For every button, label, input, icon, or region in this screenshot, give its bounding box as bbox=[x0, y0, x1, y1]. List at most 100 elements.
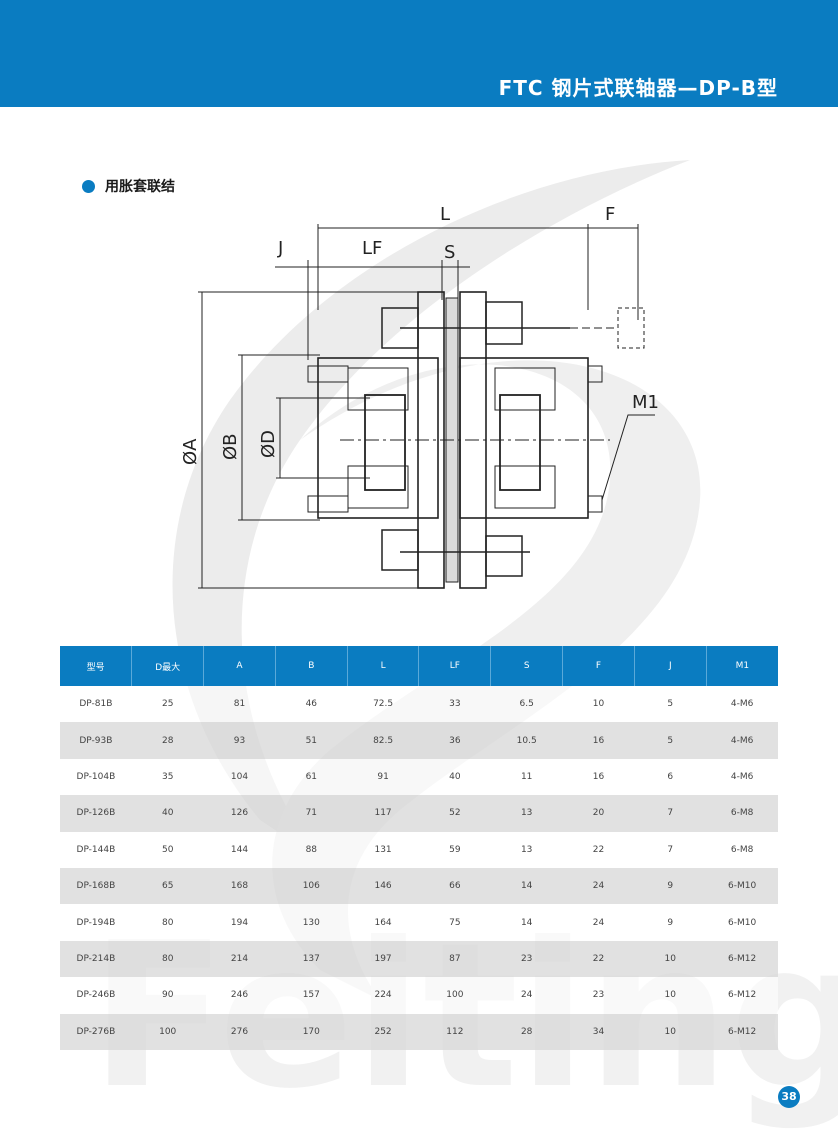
table-cell: 5 bbox=[634, 722, 707, 759]
table-cell: 51 bbox=[275, 722, 348, 759]
table-cell: 40 bbox=[418, 758, 491, 796]
table-cell: 6 bbox=[634, 758, 707, 796]
col-header: A bbox=[203, 646, 276, 686]
table-cell: 6-M12 bbox=[706, 940, 778, 978]
table-cell: 22 bbox=[562, 831, 635, 868]
col-header: LF bbox=[418, 646, 491, 686]
table-cell: 104 bbox=[203, 758, 276, 796]
table-cell: DP-214B bbox=[60, 940, 132, 978]
table-cell: 88 bbox=[275, 831, 348, 868]
table-cell: 59 bbox=[418, 831, 491, 868]
page-title: FTC 钢片式联轴器—DP-B型 bbox=[498, 76, 778, 100]
table-cell: 66 bbox=[418, 867, 491, 905]
dim-label-lf: LF bbox=[362, 238, 382, 259]
table-cell: 144 bbox=[203, 831, 276, 868]
table-cell: 65 bbox=[131, 867, 204, 905]
header-band bbox=[0, 0, 838, 107]
table-cell: 10 bbox=[634, 977, 707, 1014]
table-cell: 71 bbox=[275, 795, 348, 832]
page-number: 38 bbox=[778, 1086, 800, 1108]
table-cell: 34 bbox=[562, 1013, 635, 1050]
table-cell: 16 bbox=[562, 758, 635, 796]
col-header: D最大 bbox=[131, 646, 204, 686]
table-cell: 130 bbox=[275, 904, 348, 941]
table-cell: 90 bbox=[131, 977, 204, 1014]
table-cell: 100 bbox=[418, 977, 491, 1014]
table-cell: 131 bbox=[347, 831, 419, 868]
coupling-drawing: L F J LF S ØA ØB ØD M1 bbox=[180, 204, 659, 589]
dim-label-l: L bbox=[440, 204, 450, 225]
table-cell: 224 bbox=[347, 977, 419, 1014]
table-cell: 24 bbox=[562, 867, 635, 905]
table-cell: 16 bbox=[562, 722, 635, 759]
table-cell: 4-M6 bbox=[706, 758, 778, 796]
table-cell: 170 bbox=[275, 1013, 348, 1050]
table-cell: 6-M8 bbox=[706, 795, 778, 832]
table-cell: 157 bbox=[275, 977, 348, 1014]
dim-label-d: ØD bbox=[258, 430, 279, 458]
table-cell: 7 bbox=[634, 795, 707, 832]
table-cell: 61 bbox=[275, 758, 348, 796]
table-cell: 194 bbox=[203, 904, 276, 941]
table-cell: DP-144B bbox=[60, 831, 132, 868]
table-cell: 72.5 bbox=[347, 686, 419, 723]
table-cell: 6-M8 bbox=[706, 831, 778, 868]
col-header: L bbox=[346, 646, 419, 686]
table-cell: DP-104B bbox=[60, 758, 132, 796]
section-title: 用胀套联结 bbox=[105, 179, 175, 195]
table-cell: DP-81B bbox=[60, 686, 132, 723]
table-cell: 168 bbox=[203, 867, 276, 905]
table-cell: 112 bbox=[418, 1013, 491, 1050]
table-cell: DP-93B bbox=[60, 722, 132, 759]
table-cell: 252 bbox=[347, 1013, 419, 1050]
table-cell: 6-M12 bbox=[706, 977, 778, 1014]
table-cell: 24 bbox=[490, 977, 563, 1014]
col-header: F bbox=[562, 646, 635, 686]
table-cell: 35 bbox=[131, 758, 204, 796]
dim-label-s: S bbox=[444, 242, 455, 263]
table-cell: 7 bbox=[634, 831, 707, 868]
table-cell: 13 bbox=[490, 831, 563, 868]
table-cell: 23 bbox=[562, 977, 635, 1014]
table-cell: 46 bbox=[275, 686, 348, 723]
table-cell: 24 bbox=[562, 904, 635, 941]
table-cell: 117 bbox=[347, 795, 419, 832]
table-cell: 4-M6 bbox=[706, 686, 778, 723]
table-cell: 75 bbox=[418, 904, 491, 941]
table-cell: 276 bbox=[203, 1013, 276, 1050]
col-header: J bbox=[633, 646, 707, 686]
table-cell: 9 bbox=[634, 867, 707, 905]
table-cell: 81 bbox=[203, 686, 276, 723]
table-cell: 23 bbox=[490, 940, 563, 978]
table-cell: 22 bbox=[562, 940, 635, 978]
table-cell: 11 bbox=[490, 758, 563, 796]
table-cell: 6-M10 bbox=[706, 904, 778, 941]
dim-label-m1: M1 bbox=[632, 392, 659, 413]
table-cell: DP-126B bbox=[60, 795, 132, 832]
table-cell: 106 bbox=[275, 867, 348, 905]
table-cell: 14 bbox=[490, 904, 563, 941]
table-cell: DP-276B bbox=[60, 1013, 132, 1050]
table-cell: 6-M10 bbox=[706, 867, 778, 905]
table-cell: 214 bbox=[203, 940, 276, 978]
table-cell: 137 bbox=[275, 940, 348, 978]
table-cell: DP-194B bbox=[60, 904, 132, 941]
table-cell: 25 bbox=[131, 686, 204, 723]
dim-label-b: ØB bbox=[220, 433, 241, 460]
table-cell: 91 bbox=[347, 758, 419, 796]
table-cell: 93 bbox=[203, 722, 276, 759]
table-cell: 87 bbox=[418, 940, 491, 978]
table-cell: 50 bbox=[131, 831, 204, 868]
table-cell: 40 bbox=[131, 795, 204, 832]
table-cell: 4-M6 bbox=[706, 722, 778, 759]
table-cell: 5 bbox=[634, 686, 707, 723]
